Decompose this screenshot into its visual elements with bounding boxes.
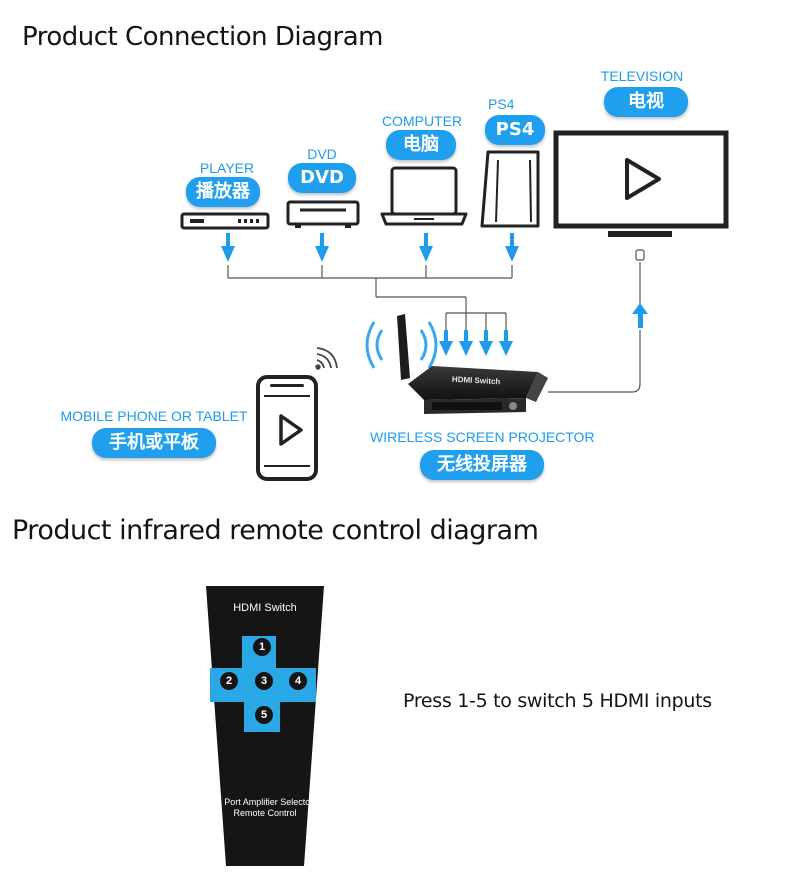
ps4-label-en: PS4	[488, 96, 515, 112]
phone-device-icon	[256, 375, 318, 481]
remote-footer-text: 5 Port Amplifier Selector Remote Control	[200, 797, 330, 819]
dvd-label-en: DVD	[307, 146, 337, 162]
laptop-icon	[380, 166, 468, 226]
television-label-en: TELEVISION	[600, 68, 684, 84]
player-device-icon	[180, 212, 270, 230]
television-label-zh: 电视	[604, 87, 688, 117]
output-arrow-up-icon	[632, 249, 648, 328]
remote-footer-line2: Remote Control	[233, 808, 297, 818]
computer-label-en: COMPUTER	[381, 113, 463, 129]
projector-label-en: WIRELESS SCREEN PROJECTOR	[370, 429, 595, 445]
bus-wiring	[227, 262, 641, 393]
remote-instruction-text: Press 1-5 to switch 5 HDMI inputs	[403, 690, 712, 712]
remote-key-4[interactable]: 4	[289, 672, 307, 690]
remote-key-3[interactable]: 3	[255, 672, 273, 690]
projector-input-arrows	[439, 330, 513, 356]
remote-key-1[interactable]: 1	[253, 638, 271, 656]
television-icon	[553, 130, 729, 237]
projector-label-zh: 无线投屏器	[420, 450, 544, 480]
dvd-label-zh: DVD	[288, 163, 356, 193]
dvd-device-icon	[286, 200, 360, 228]
source-arrows	[221, 233, 519, 262]
remote-control-body	[206, 586, 324, 866]
wifi-signal-icon	[315, 347, 338, 370]
remote-footer-line1: 5 Port Amplifier Selector	[216, 797, 314, 807]
projector-device-icon: HDMI Switch	[365, 314, 548, 414]
remote-key-5[interactable]: 5	[255, 706, 273, 724]
remote-key-2[interactable]: 2	[220, 672, 238, 690]
remote-section-title: Product infrared remote control diagram	[12, 515, 539, 546]
projector-device-label: HDMI Switch	[452, 375, 501, 387]
mobile-label-en: MOBILE PHONE OR TABLET	[60, 408, 248, 424]
player-label-zh: 播放器	[186, 177, 260, 207]
mobile-label-zh: 手机或平板	[92, 428, 216, 458]
page-title: Product Connection Diagram	[22, 22, 384, 52]
ps4-label-zh: PS4	[485, 115, 545, 145]
player-label-en: PLAYER	[199, 160, 255, 176]
ps4-console-icon	[480, 150, 540, 228]
computer-label-zh: 电脑	[386, 130, 456, 160]
remote-brand-label: HDMI Switch	[233, 602, 297, 614]
